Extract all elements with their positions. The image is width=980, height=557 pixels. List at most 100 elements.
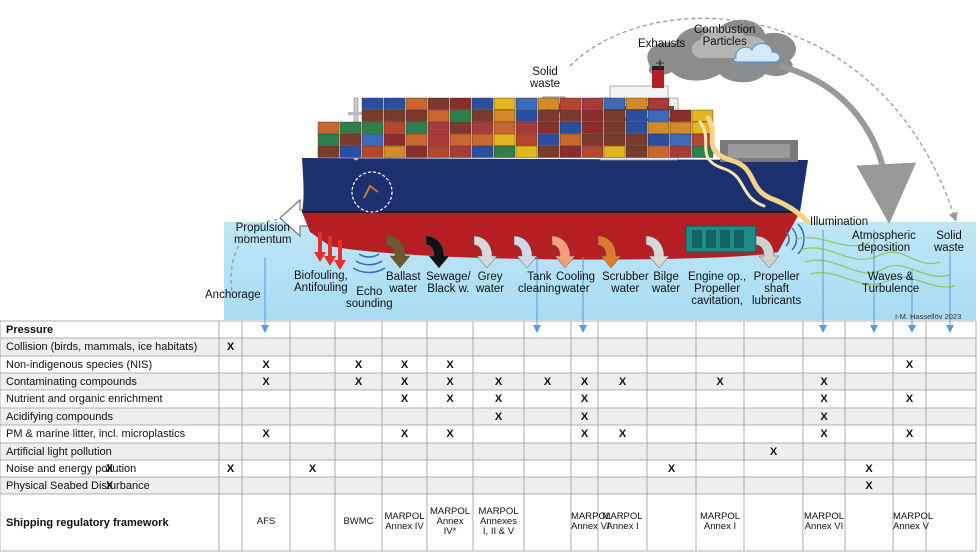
pressure-mark: X (769, 446, 778, 458)
container-box (339, 121, 362, 134)
pressure-mark: X (446, 376, 454, 388)
pressure-mark: X (580, 376, 589, 388)
pressure-mark: X (494, 393, 503, 405)
pressure-mark: X (226, 341, 235, 353)
pressure-mark: X (308, 463, 317, 475)
pressure-row-label: Collision (birds, mammals, ice habitats) (6, 341, 198, 353)
pressure-row-label: Acidifying compounds (6, 411, 114, 423)
pressure-mark: X (494, 411, 503, 423)
label-propeller-shaft: Propeller shaft lubricants (752, 271, 802, 307)
pressure-mark: X (820, 376, 828, 388)
container-box (361, 97, 384, 110)
framework-label: Shipping regulatory framework (6, 517, 169, 529)
pressure-mark: X (226, 463, 235, 475)
biofouling-arrows (314, 232, 346, 270)
pressure-mark: X (494, 376, 503, 388)
container-box (449, 97, 472, 110)
label-illumination: Illumination (810, 216, 869, 228)
container-box (471, 121, 494, 134)
pressure-mark: X (580, 393, 589, 405)
container-box (625, 133, 648, 146)
container-box (581, 121, 604, 134)
container-box (361, 121, 384, 134)
pressure-row-label: Noise and energy pollution (6, 463, 137, 475)
exhaust-stream (705, 115, 811, 225)
container-box (449, 145, 472, 158)
container-box (449, 121, 472, 134)
container-box (669, 133, 692, 146)
discharge-arrow (645, 235, 670, 269)
pressure-mark: X (446, 359, 454, 371)
pressure-mark: X (400, 428, 409, 440)
label-anchorage: Anchorage (205, 289, 261, 301)
container-box (493, 121, 516, 134)
pressure-mark: X (580, 428, 589, 440)
ship-hull-blue (302, 158, 808, 212)
container-box (603, 145, 626, 158)
pressure-row-label: Artificial light pollution (6, 446, 112, 458)
container-box (405, 133, 428, 146)
container-box (493, 133, 516, 146)
rain-cloud-icon (732, 42, 781, 73)
container-box (383, 145, 406, 158)
matrix-header: Pressure (6, 324, 54, 336)
echo-sounding-icon (352, 253, 386, 274)
container-box (515, 97, 538, 110)
container-box (647, 133, 670, 146)
container-box (603, 121, 626, 134)
pressure-mark: X (865, 480, 873, 492)
pressure-mark: X (262, 428, 270, 440)
label-exhausts: Exhausts (638, 38, 686, 50)
discharge-arrow (473, 235, 498, 269)
container-box (537, 97, 560, 110)
container-box (361, 109, 384, 122)
pressure-mark: X (400, 393, 409, 405)
label-waves-turbulence: Waves & Turbulence (862, 271, 920, 295)
container-box (625, 121, 648, 134)
pressure-mark: X (618, 428, 627, 440)
container-box (471, 145, 494, 158)
container-box (647, 97, 670, 110)
container-box (471, 97, 494, 110)
container-box (537, 109, 560, 122)
container-box (383, 133, 406, 146)
pressure-row-label: Contaminating compounds (6, 376, 137, 388)
pressure-mark: X (354, 376, 363, 388)
pressure-row-label: Non-indigenous species (NIS) (6, 359, 153, 371)
framework-entry: MARPOL Annex I (602, 511, 643, 532)
container-box (581, 109, 604, 122)
container-box (559, 109, 582, 122)
pressure-mark: X (667, 463, 676, 475)
container-box (317, 145, 340, 158)
pressure-mark: X (820, 393, 828, 405)
label-echo-sounding: Echo sounding (346, 286, 393, 310)
discharge-arrow (551, 235, 576, 269)
container-box (515, 121, 538, 134)
container-box (339, 133, 362, 146)
pressure-mark: X (262, 359, 270, 371)
framework-entry: MARPOL Annex VI (803, 511, 845, 532)
label-solid-waste-top: Solid waste (530, 66, 561, 90)
container-box (405, 97, 428, 110)
label-ballast-water: Ballast water (386, 271, 421, 295)
pressure-mark: X (820, 411, 828, 423)
label-propulsion-momentum: Propulsion momentum (234, 222, 292, 246)
label-cooling-water: Cooling water (556, 271, 595, 295)
atmospheric-deposition-arrow (779, 63, 917, 224)
container-box (691, 145, 714, 158)
label-atmospheric-deposition: Atmospheric deposition (852, 230, 916, 254)
container-box (625, 109, 648, 122)
pressure-mark: X (820, 428, 828, 440)
framework-entry: MARPOL Annex IV* (429, 506, 471, 537)
container-box (603, 109, 626, 122)
container-box (383, 121, 406, 134)
container-box (449, 133, 472, 146)
framework-entry: MARPOL Annex V (893, 511, 934, 532)
container-box (361, 133, 384, 146)
container-box (405, 121, 428, 134)
framework-entry: MARPOL Annex VI (571, 511, 612, 532)
container-box (471, 133, 494, 146)
pressure-mark: X (446, 428, 454, 440)
container-box (647, 145, 670, 158)
pressure-mark: X (905, 393, 914, 405)
